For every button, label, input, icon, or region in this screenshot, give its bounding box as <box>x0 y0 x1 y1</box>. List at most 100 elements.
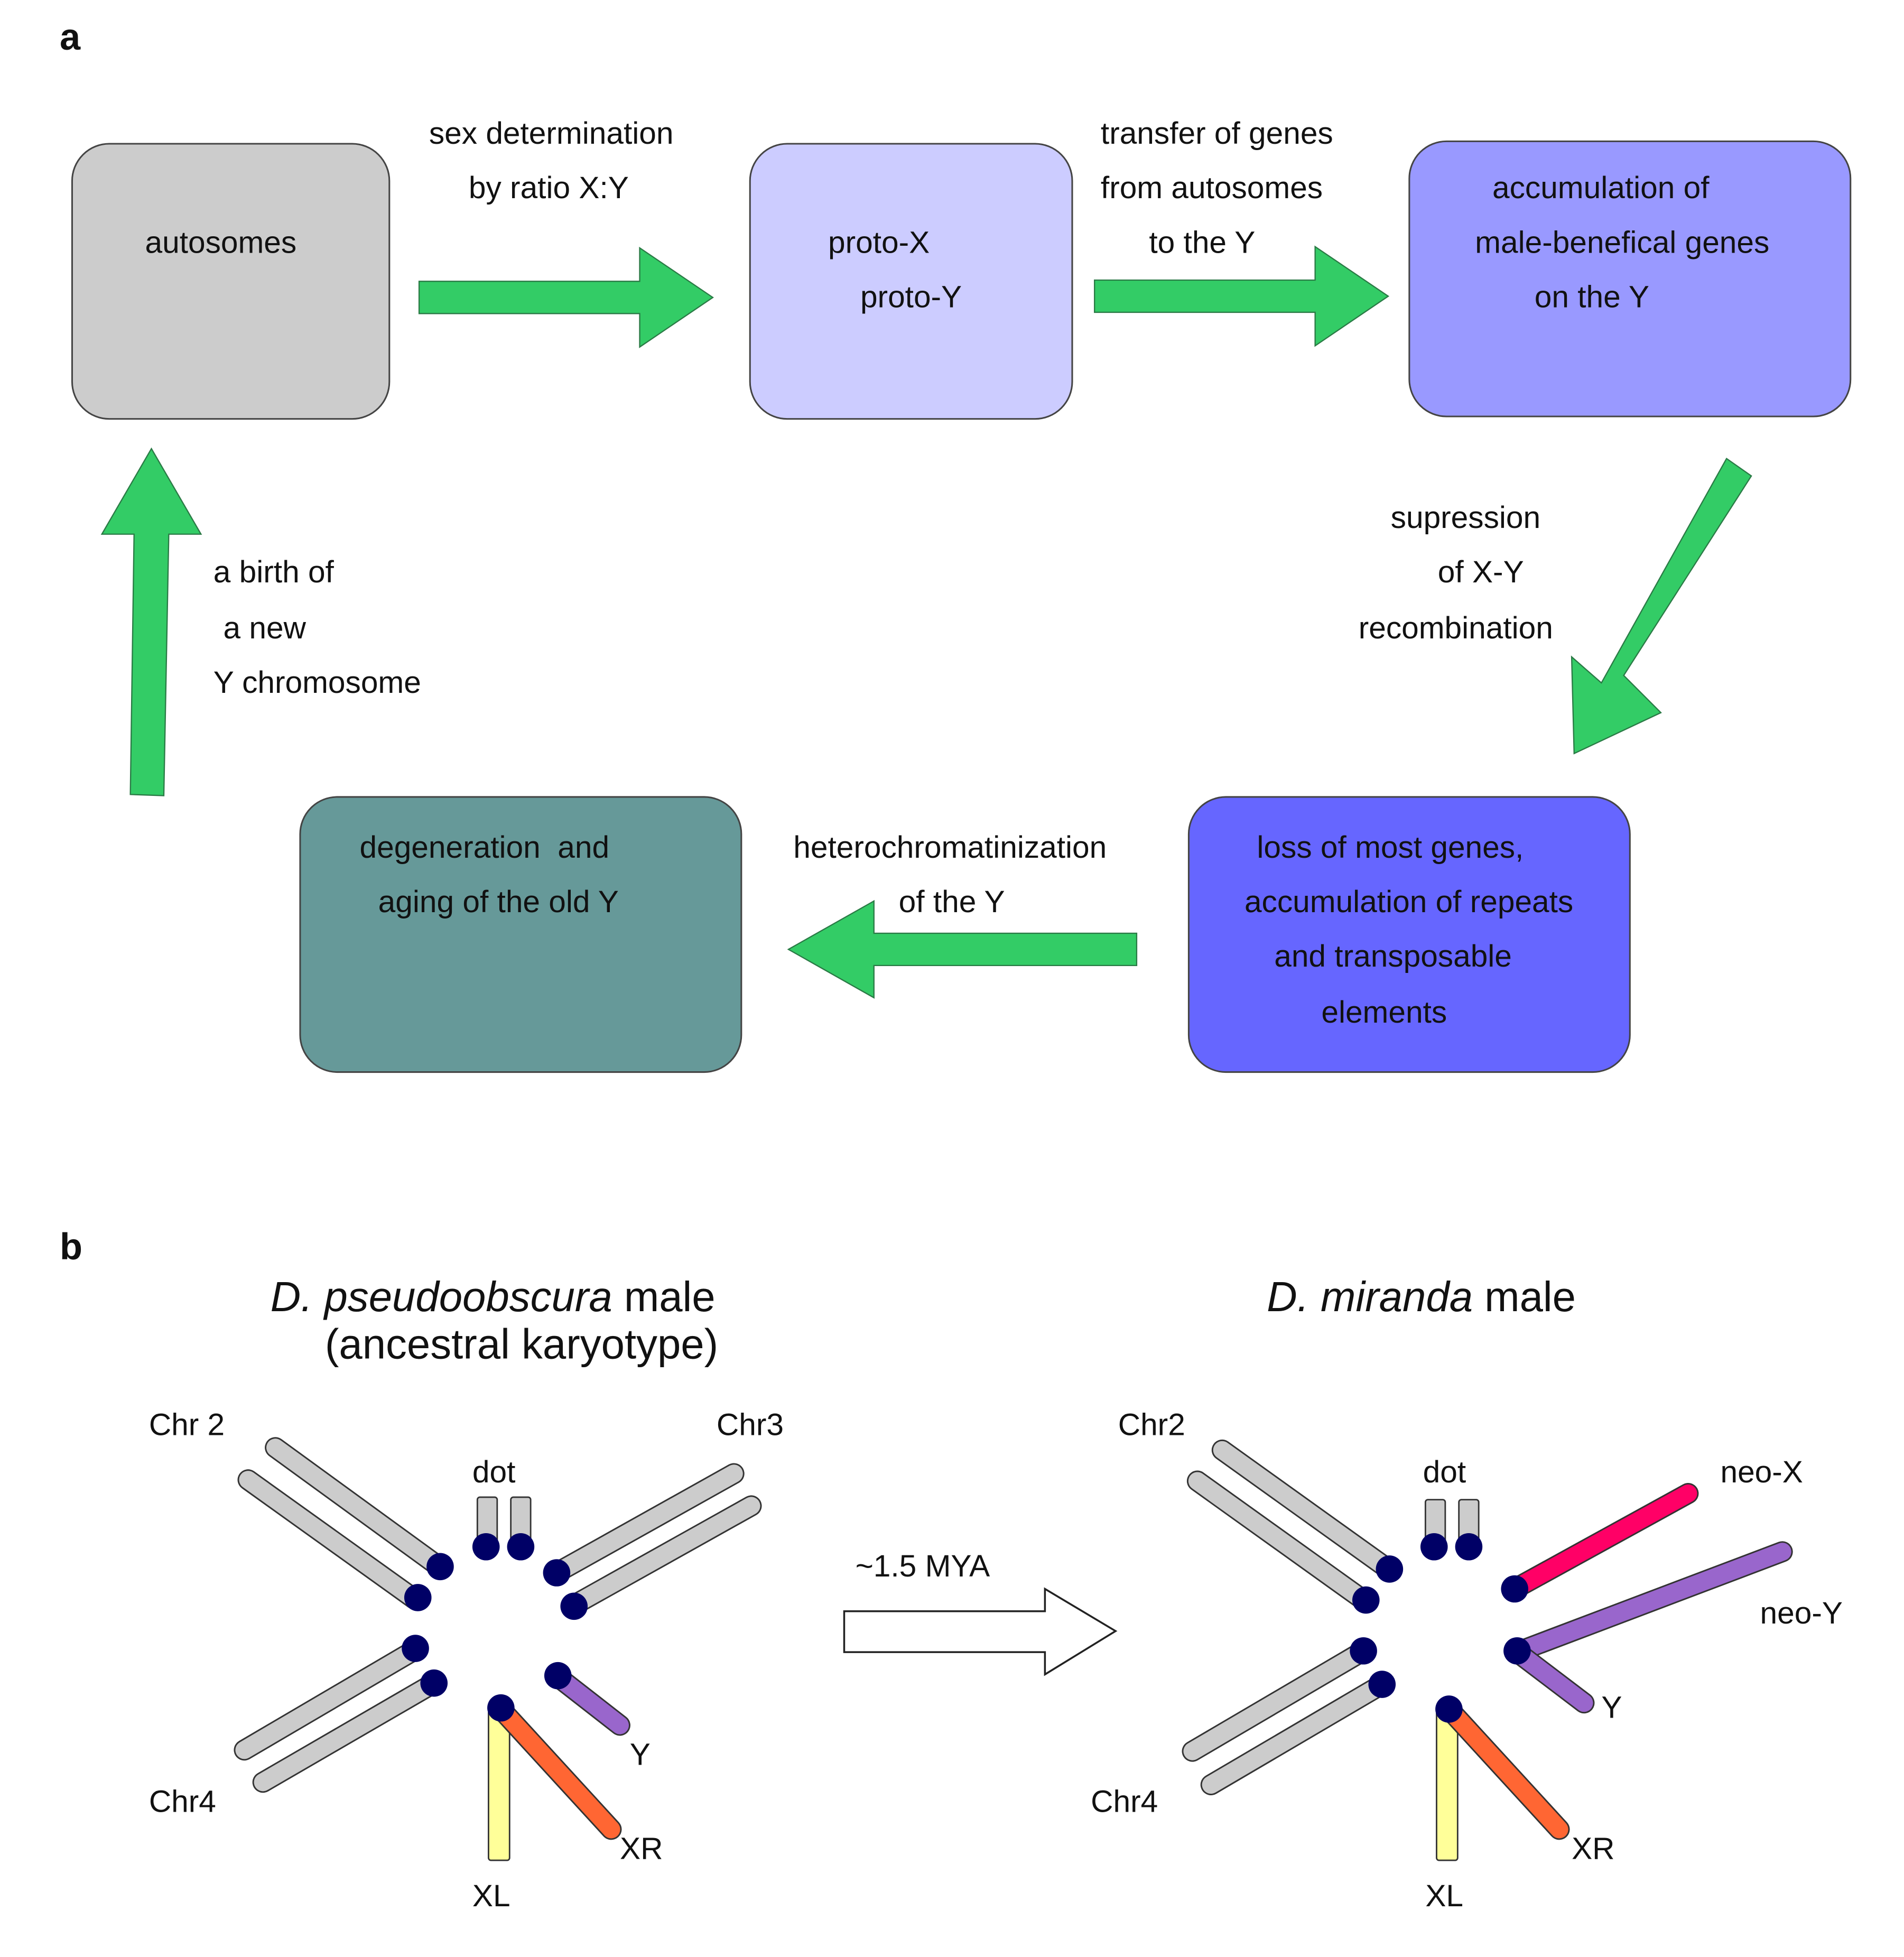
arrow-up-icon <box>100 447 202 796</box>
right-title: D. miranda male <box>1267 1273 1576 1320</box>
right-dot <box>1420 1499 1483 1561</box>
box-accumulation-line-1: accumulation of <box>1492 171 1710 205</box>
left-label-dot: dot <box>472 1455 515 1489</box>
panel-a-label: a <box>60 16 81 58</box>
right-label-neo-x: neo-X <box>1720 1455 1803 1489</box>
centromere <box>544 1662 572 1690</box>
centromere <box>507 1533 535 1561</box>
arrow-right-icon <box>418 246 714 348</box>
box-loss-line-4: elements <box>1321 995 1447 1029</box>
centromere <box>426 1553 454 1581</box>
arrow-suppression-line-3: recombination <box>1359 611 1553 645</box>
left-chr3 <box>543 1463 762 1620</box>
right-label-xr: XR <box>1572 1832 1614 1866</box>
right-chr4 <box>1182 1637 1396 1795</box>
left-subtitle: (ancestral karyotype) <box>325 1320 718 1367</box>
box-loss-line-1: loss of most genes, <box>1257 830 1524 865</box>
panel-b-label: b <box>60 1226 82 1267</box>
box-accumulation-line-3: on the Y <box>1535 280 1649 314</box>
left-label-xr: XR <box>620 1832 663 1866</box>
left-y <box>544 1662 630 1736</box>
arrow-birth: a birth of a new Y chromosome <box>100 447 421 796</box>
centromere <box>1503 1637 1531 1665</box>
box-autosomes-text: autosomes <box>145 225 297 259</box>
right-neo-x <box>1501 1482 1699 1603</box>
box-proto-line-1: proto-X <box>828 225 930 259</box>
arrow-transfer-line-1: transfer of genes <box>1101 116 1333 151</box>
box-proto: proto-X proto-Y <box>749 143 1073 420</box>
arrow-transfer-line-3: to the Y <box>1149 225 1255 259</box>
arrow-birth-line-2: a new <box>224 611 307 645</box>
left-label-chr4: Chr4 <box>149 1785 216 1819</box>
box-autosomes: autosomes <box>71 143 391 420</box>
arrow-transfer-line-2: from autosomes <box>1101 171 1323 205</box>
centromere <box>1368 1671 1396 1698</box>
centromere <box>1435 1695 1463 1723</box>
right-title-species: D. miranda <box>1267 1273 1473 1320</box>
arrow-heterochromatinization-line-2: of the Y <box>899 885 1005 919</box>
right-label-y: Y <box>1601 1690 1622 1724</box>
right-chr2 <box>1186 1439 1404 1614</box>
arrow-birth-line-1: a birth of <box>213 555 335 589</box>
box-degeneration-line-2: aging of the old Y <box>378 885 619 919</box>
centromere <box>1376 1555 1404 1583</box>
arrow-heterochromatinization: heterochromatinization of the Y <box>787 830 1138 999</box>
arrow-down-left-icon <box>1571 458 1752 755</box>
left-title: D. pseudoobscura male <box>271 1273 716 1320</box>
right-label-dot: dot <box>1423 1455 1466 1489</box>
left-label-y: Y <box>630 1738 651 1772</box>
left-dot <box>472 1496 535 1561</box>
box-proto-line-2: proto-Y <box>860 280 962 314</box>
right-x <box>1435 1695 1570 1861</box>
arrow-sex-determination-line-1: sex determination <box>429 116 674 151</box>
box-loss-line-3: and transposable <box>1274 939 1512 973</box>
transition-label: ~1.5 MYA <box>856 1549 990 1583</box>
right-label-chr4: Chr4 <box>1091 1785 1158 1819</box>
right-title-rest: male <box>1473 1273 1576 1320</box>
centromere <box>420 1669 448 1697</box>
arrow-left-icon <box>787 899 1138 999</box>
arrow-transfer: transfer of genes from autosomes to the … <box>1094 116 1390 347</box>
centromere <box>1420 1533 1448 1561</box>
centromere <box>487 1694 515 1722</box>
box-accumulation: accumulation of male-benefical genes on … <box>1408 140 1852 418</box>
arrow-birth-line-3: Y chromosome <box>213 665 421 700</box>
box-accumulation-line-2: male-benefical genes <box>1475 225 1769 259</box>
arrow-suppression-line-2: of X-Y <box>1438 555 1524 589</box>
transition-arrow: ~1.5 MYA <box>843 1549 1118 1676</box>
centromere <box>1455 1533 1483 1561</box>
arrow-suppression: supression of X-Y recombination <box>1359 458 1752 755</box>
centromere <box>560 1592 588 1620</box>
centromere <box>543 1559 571 1587</box>
arrow-right-icon <box>1094 245 1390 347</box>
centromere <box>402 1635 429 1662</box>
right-label-chr2: Chr2 <box>1118 1408 1185 1442</box>
left-karyotype: Chr 2 Chr3 dot Chr4 Y XR XL <box>149 1408 784 1913</box>
right-label-xl: XL <box>1425 1879 1463 1913</box>
arrow-suppression-line-1: supression <box>1391 500 1540 535</box>
centromere <box>1350 1637 1377 1665</box>
right-neo-y <box>1503 1541 1793 1714</box>
centromere <box>1501 1575 1528 1603</box>
centromere <box>1352 1586 1380 1614</box>
centromere <box>472 1533 500 1561</box>
box-degeneration-line-1: degeneration and <box>360 830 610 865</box>
arrow-right-outline-icon <box>843 1587 1118 1676</box>
left-x <box>487 1694 622 1861</box>
left-title-species: D. pseudoobscura <box>271 1273 612 1320</box>
centromere <box>404 1584 432 1611</box>
left-chr2 <box>237 1437 454 1611</box>
left-label-chr3: Chr3 <box>717 1408 784 1442</box>
arrow-sex-determination-line-2: by ratio X:Y <box>469 171 629 205</box>
box-degeneration: degeneration and aging of the old Y <box>299 796 742 1073</box>
left-chr4 <box>234 1635 448 1793</box>
left-title-rest: male <box>612 1273 716 1320</box>
right-karyotype: Chr2 dot neo-X neo-Y Chr4 Y XR XL <box>1091 1408 1843 1913</box>
left-label-chr2: Chr 2 <box>149 1408 225 1442</box>
arrow-heterochromatinization-line-1: heterochromatinization <box>793 830 1107 865</box>
left-label-xl: XL <box>472 1879 510 1913</box>
box-loss: loss of most genes, accumulation of repe… <box>1187 796 1631 1073</box>
arrow-sex-determination: sex determination by ratio X:Y <box>418 116 714 348</box>
right-label-neo-y: neo-Y <box>1760 1596 1843 1630</box>
